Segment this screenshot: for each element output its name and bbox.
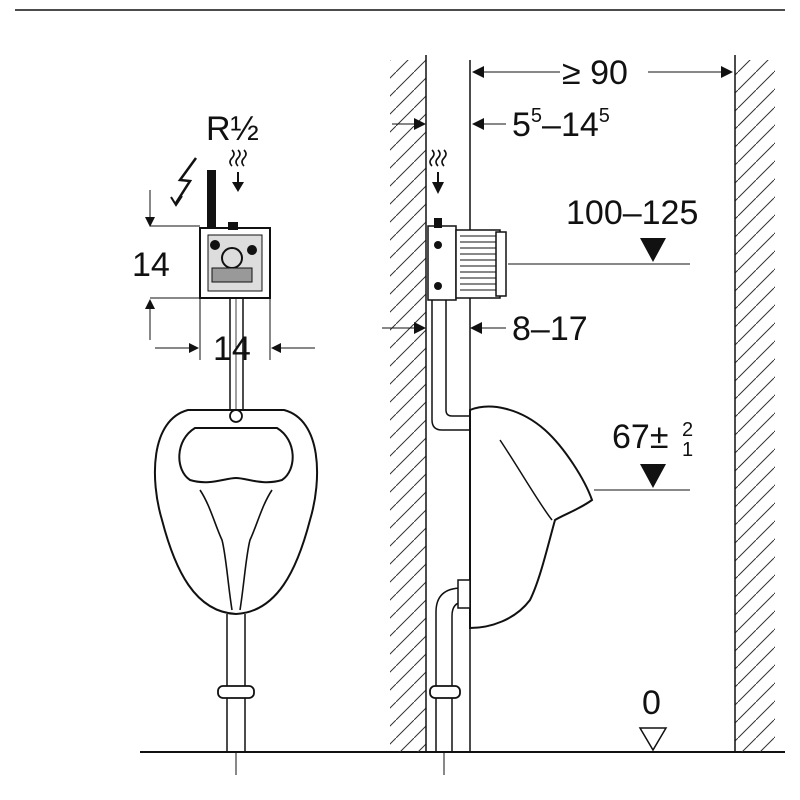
flush-pipe-front: [229, 298, 244, 410]
wall-left-hatch: [390, 60, 426, 752]
depth-range-dash: –14: [542, 106, 599, 144]
height-range-dimension: 100–125: [508, 194, 698, 265]
rim-height-label: 67±: [612, 418, 669, 456]
rim-height-tol: ±: [650, 418, 669, 456]
side-view: ≥ 90 55–145: [382, 54, 775, 775]
electric-supply-bar: [207, 170, 216, 228]
urinal-side: [469, 405, 594, 630]
water-supply-side-icon: [429, 149, 447, 194]
rim-tol-lower: 1: [682, 439, 693, 461]
lightning-bolt-icon: [170, 157, 198, 207]
drain-pipe-side: [429, 579, 471, 775]
flush-pipe-side: [431, 300, 470, 431]
control-box-side: [427, 218, 507, 301]
depth-range-sup1: 5: [531, 105, 542, 127]
drain-pipe-front: [217, 614, 255, 775]
level-triangle-icon: [640, 238, 666, 262]
floor-level-triangle-icon: [638, 727, 668, 752]
pipe-thread-label: R½: [206, 110, 259, 148]
rim-level-triangle-icon: [640, 464, 666, 488]
box-width-label: 14: [213, 330, 251, 368]
min-depth-label: ≥ 90: [562, 54, 628, 92]
water-supply-icon: [229, 149, 247, 192]
box-width-dimension: 14: [155, 298, 315, 368]
depth-range-dimension: 55–145: [392, 105, 610, 144]
clearance-label: 8–17: [512, 310, 588, 348]
height-range-label: 100–125: [566, 194, 698, 232]
depth-range-label: 55–145: [512, 105, 610, 144]
urinal-front: [153, 409, 319, 616]
box-height-label: 14: [132, 246, 170, 284]
wall-right-hatch: [735, 60, 775, 752]
front-view: 14 14 R½: [132, 110, 319, 775]
rim-height-base: 67: [612, 418, 650, 456]
depth-range-base1: 5: [512, 106, 531, 144]
floor-level-marker: 0: [638, 684, 668, 752]
min-depth-dimension: ≥ 90: [472, 54, 733, 92]
depth-range-sup2: 5: [599, 105, 610, 127]
clearance-dimension: 8–17: [382, 310, 588, 348]
rim-height-dimension: 67± 2 1: [594, 418, 693, 491]
rim-tol-upper: 2: [682, 419, 693, 441]
control-box-front: [199, 222, 271, 299]
box-height-dimension: 14: [132, 190, 200, 340]
floor-level-label: 0: [642, 684, 661, 722]
